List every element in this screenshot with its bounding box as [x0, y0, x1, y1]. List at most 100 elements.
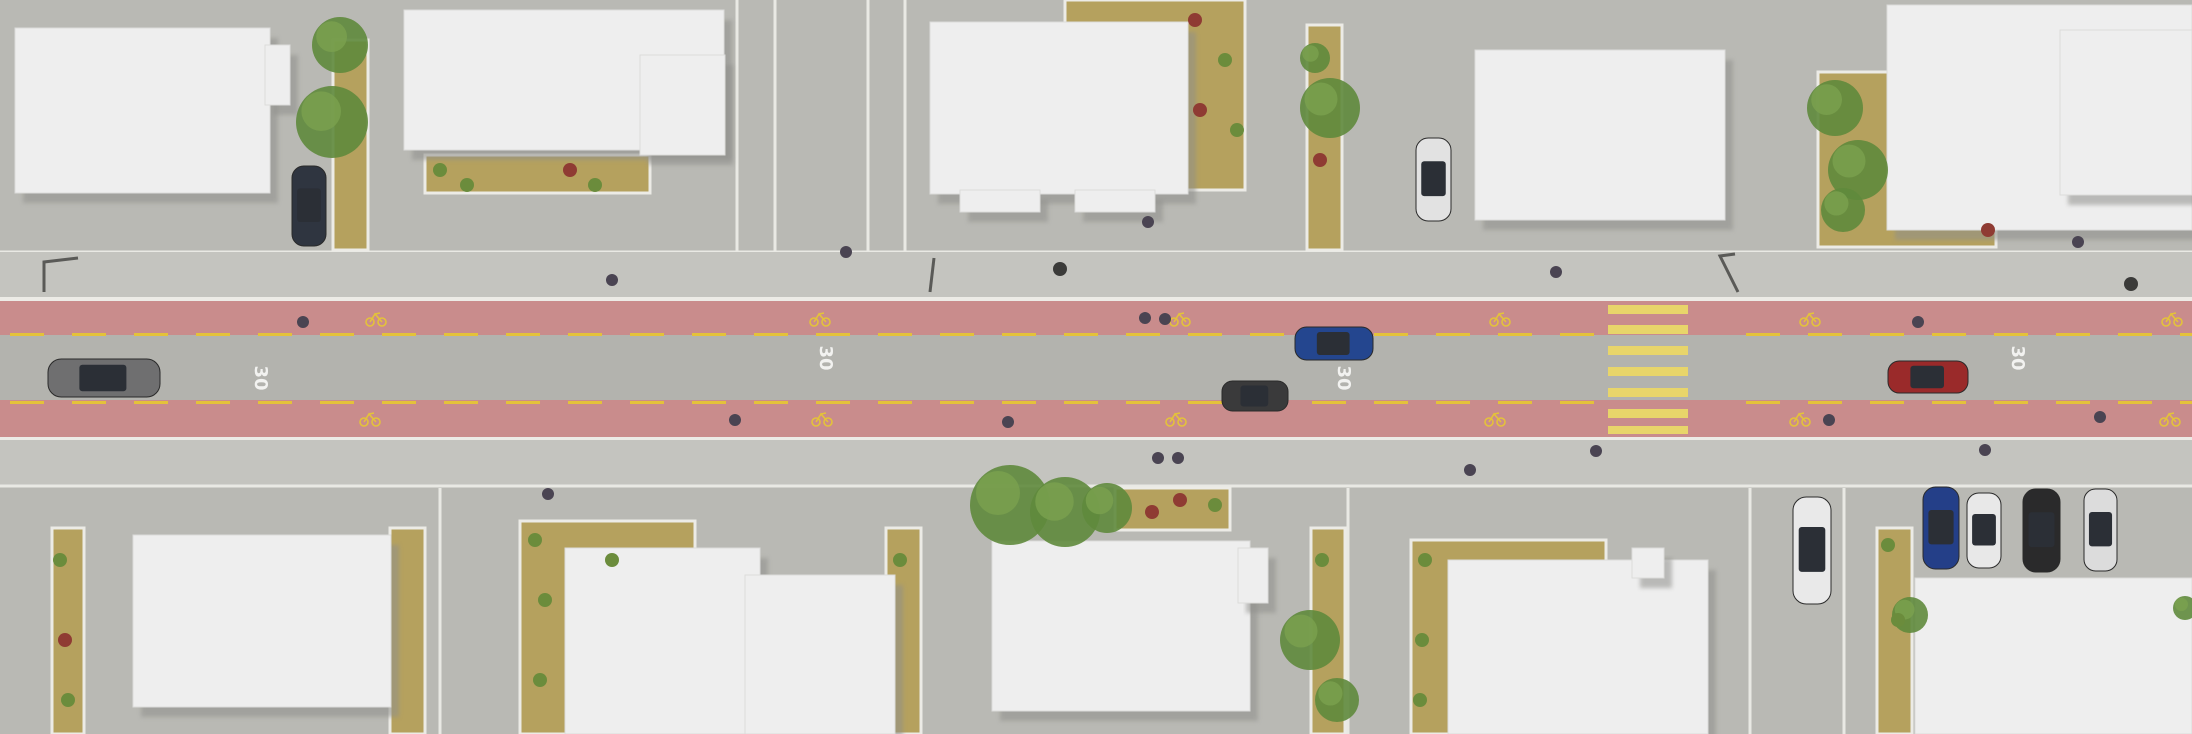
person — [1002, 416, 1014, 428]
shrub — [1413, 693, 1427, 707]
building — [959, 189, 1048, 222]
lane-dash — [382, 401, 416, 404]
manhole-icon — [2124, 277, 2138, 291]
bicycle-frame — [2163, 412, 2177, 423]
lane-dash — [444, 401, 478, 404]
bicycle-frame — [363, 412, 377, 423]
lane-dash — [816, 401, 850, 404]
building-roof — [959, 189, 1041, 213]
bicycle-wheel — [823, 417, 833, 427]
tree-highlight — [1318, 681, 1343, 706]
lane-dash — [1002, 333, 1036, 336]
tree-highlight — [301, 91, 342, 131]
lane-dash — [444, 333, 478, 336]
car-windows — [1798, 526, 1826, 572]
bicycle-frame — [1793, 412, 1807, 423]
lane-dash — [382, 333, 416, 336]
crosswalk — [1608, 305, 1688, 434]
lane-dash — [1994, 401, 2028, 404]
lane-dash — [1126, 401, 1160, 404]
lane-dash — [1064, 401, 1098, 404]
building — [1474, 49, 1733, 230]
speed-marking: 30 — [2007, 345, 2028, 370]
building — [132, 534, 399, 717]
bicycle-frame — [1488, 412, 1502, 423]
building-roof — [14, 27, 271, 194]
planter — [423, 153, 652, 195]
lane-dash — [1436, 401, 1470, 404]
bicycle-icon — [2161, 312, 2183, 327]
lane-dash — [940, 333, 974, 336]
lane-dash — [1932, 401, 1966, 404]
person — [297, 316, 309, 328]
bicycle-wheel — [821, 317, 831, 327]
lane-dash — [940, 401, 974, 404]
person — [2072, 236, 2084, 248]
lane-dash — [1064, 333, 1098, 336]
person — [1142, 216, 1154, 228]
bike-lane-symbols — [359, 312, 2183, 427]
lane-dash — [72, 401, 106, 404]
tree-highlight — [316, 21, 347, 52]
lane-dash — [1436, 333, 1470, 336]
bicycle-icon — [1484, 412, 1506, 427]
speed-marking: 30 — [1333, 365, 1354, 390]
shrubs — [53, 13, 1995, 707]
lane-dashes-south — [10, 401, 2192, 404]
building-roof — [1074, 189, 1156, 213]
lane-dash — [1994, 333, 2028, 336]
bicycle-frame — [369, 312, 383, 323]
bicycle-frame — [1803, 312, 1817, 323]
person — [1172, 452, 1184, 464]
person — [729, 414, 741, 426]
bicycle-wheel — [1799, 317, 1809, 327]
shrub — [588, 178, 602, 192]
building — [744, 574, 903, 734]
tree-highlight — [1824, 191, 1849, 216]
shrub — [1891, 613, 1905, 627]
bicycle-icon — [365, 312, 387, 327]
lane-dash — [134, 333, 168, 336]
car-lane — [0, 335, 2192, 400]
building-roof — [1237, 547, 1269, 604]
tree-highlight — [1304, 82, 1338, 116]
tree-highlight — [1085, 486, 1114, 515]
car-windows — [1316, 331, 1350, 356]
bicycle-wheel — [1484, 417, 1494, 427]
person — [1550, 266, 1562, 278]
lane-dash — [1560, 401, 1594, 404]
lane-dash — [1498, 401, 1532, 404]
shrub — [1145, 505, 1159, 519]
lane-dash — [1808, 333, 1842, 336]
bicycle-wheel — [1501, 317, 1511, 327]
lane-dash — [10, 333, 44, 336]
lane-dash — [2180, 401, 2192, 404]
tree-highlight — [1035, 482, 1074, 521]
lane-dash — [1808, 401, 1842, 404]
tree-highlight — [1811, 84, 1842, 115]
bicycle-frame — [2165, 312, 2179, 323]
person — [1139, 312, 1151, 324]
lane-dash — [1374, 333, 1408, 336]
person — [606, 274, 618, 286]
person — [1912, 316, 1924, 328]
streetlight-icon — [42, 256, 79, 292]
lane-dash — [1560, 333, 1594, 336]
building-roof — [929, 21, 1189, 195]
lane-dash — [320, 401, 354, 404]
shrub — [893, 553, 907, 567]
lane-dash — [506, 401, 540, 404]
lane-dash — [2180, 333, 2192, 336]
bicycle-frame — [1493, 312, 1507, 323]
tree-highlight — [1832, 144, 1866, 178]
shrub — [1173, 493, 1187, 507]
bicycle-icon — [1799, 312, 1821, 327]
lane-dash — [72, 333, 106, 336]
shrub — [1415, 633, 1429, 647]
bicycle-icon — [359, 412, 381, 427]
tree-highlight — [976, 471, 1020, 515]
streetlight-icon — [1717, 252, 1740, 293]
building-roof — [264, 44, 291, 106]
car-windows — [297, 188, 321, 222]
building — [264, 44, 298, 115]
